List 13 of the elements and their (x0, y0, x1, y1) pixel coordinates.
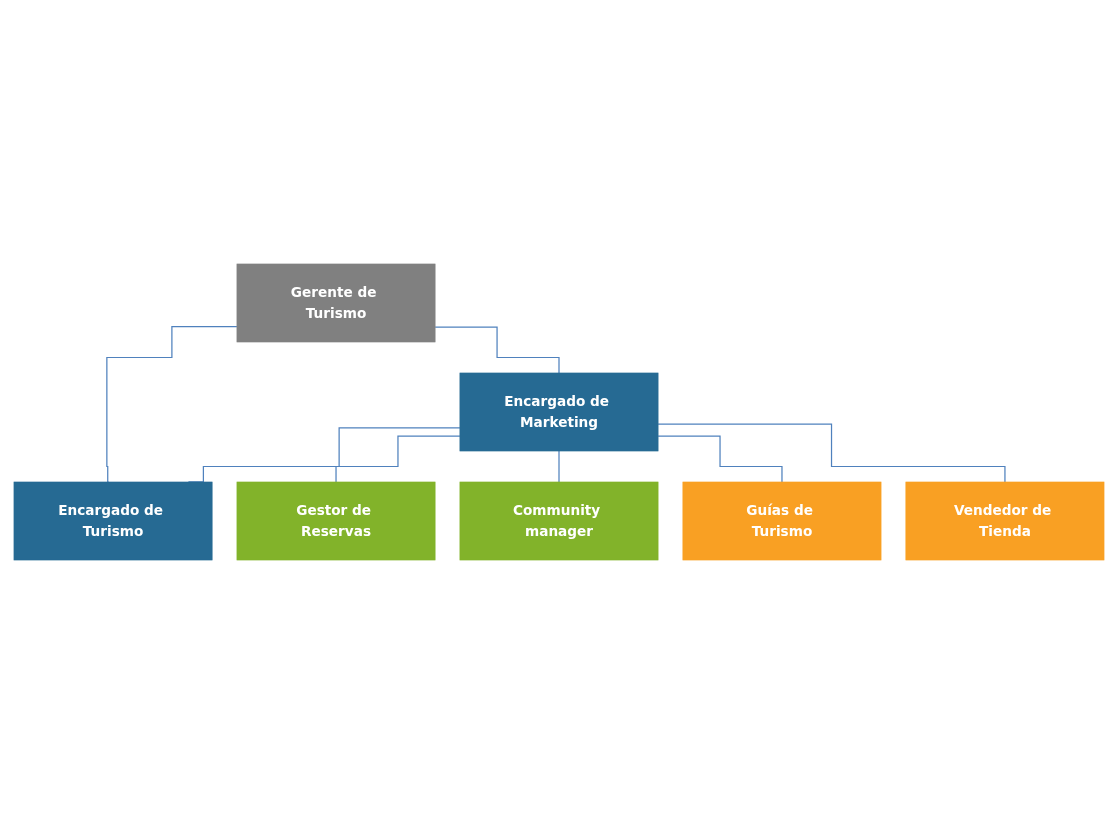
connector (434, 326, 560, 374)
connector (657, 423, 1006, 483)
node-box: Gerente de Turismo (236, 263, 435, 343)
node-box: Encargado de Marketing (459, 372, 658, 452)
node-box: Guías de Turismo (682, 481, 881, 561)
node-box: Gestor de Reservas (236, 481, 435, 561)
connector (105, 325, 238, 483)
connector (334, 435, 460, 483)
node-box: Encargado de Turismo (13, 481, 212, 561)
connector (557, 450, 560, 483)
node-box: Vendedor de Tienda (905, 481, 1104, 561)
connector (657, 435, 783, 483)
node-box: Community manager (459, 481, 658, 561)
